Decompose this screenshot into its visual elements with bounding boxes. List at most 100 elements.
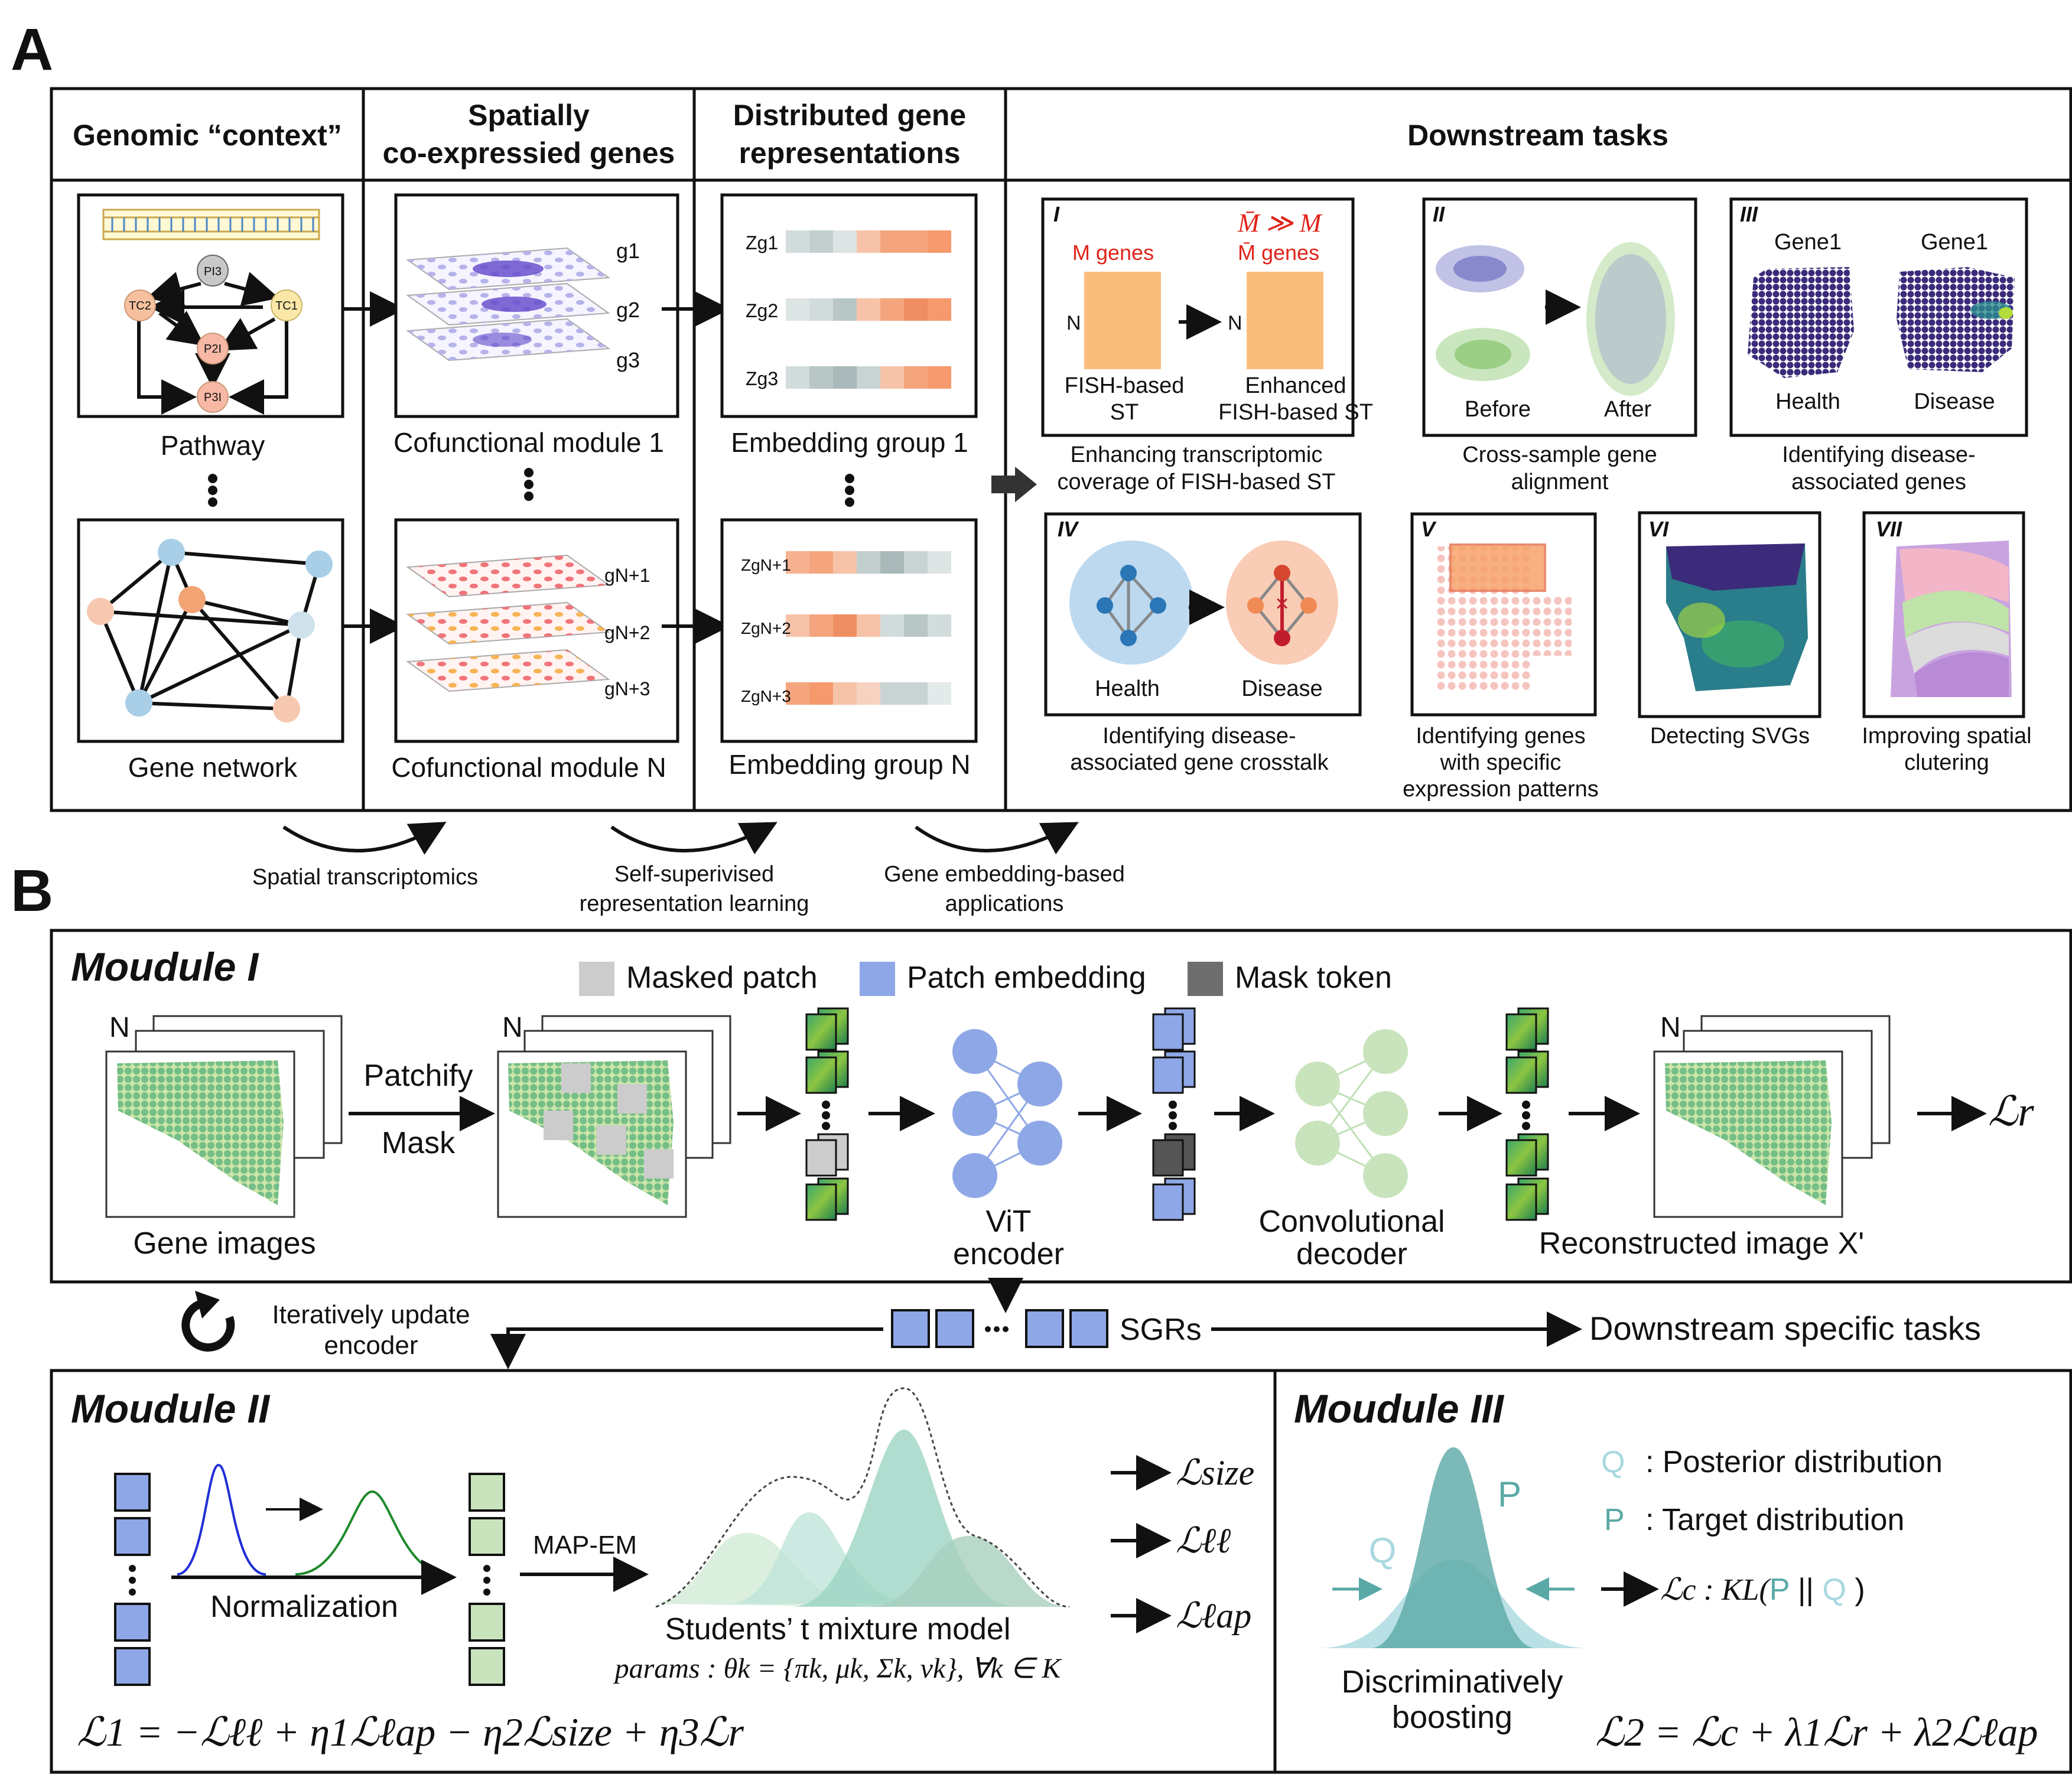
masked-images-n: N (502, 1012, 523, 1043)
task4-health: Health (1095, 676, 1160, 701)
embN-row-2: ZgN+2 (741, 619, 791, 637)
arrows-col1-col2 (343, 291, 405, 644)
reconstructed-label: Reconstructed image X' (1539, 1226, 1864, 1261)
legend-q-symbol: Q (1601, 1445, 1625, 1479)
legend-p-symbol: P (1604, 1503, 1625, 1537)
conv-label-1: Convolutional (1258, 1205, 1445, 1239)
task1-box (1041, 197, 1355, 437)
emb1-label: Embedding group 1 (731, 427, 968, 458)
loss-size: ℒsize (1176, 1453, 1254, 1492)
pathway-diagram: PI3 TC2 TC1 P2I P3I (77, 193, 344, 418)
legend-patch-label: Patch embedding (907, 961, 1146, 995)
pathway-node-tc1: TC1 (275, 300, 298, 313)
normalization-curves (177, 1463, 450, 1576)
task2-after: After (1604, 397, 1652, 422)
patch-embeddings (1152, 1007, 1196, 1221)
refresh-icon (181, 1291, 235, 1352)
legend-p-desc: : Target distribution (1645, 1503, 1904, 1537)
ellipsis-col1 (208, 474, 217, 507)
loss-c-prefix: ℒc : KL( (1660, 1573, 1771, 1607)
gene-images-stack (105, 1015, 343, 1218)
task2-box (1422, 197, 1697, 437)
task3-num: III (1740, 202, 1758, 226)
task7-num: VII (1876, 517, 1902, 541)
module1-gene-2: g2 (616, 298, 640, 322)
task3-gene-right: Gene1 (1921, 230, 1988, 255)
col3-header-line1: Distributed gene (733, 99, 966, 132)
module2-output-tokens (469, 1473, 505, 1686)
task5-box (1410, 512, 1597, 717)
task2-before: Before (1465, 397, 1531, 422)
task1-right-label2: FISH-based ST (1218, 400, 1373, 425)
task1-left-label2: ST (1110, 400, 1139, 425)
embN-row-3: ZgN+3 (741, 687, 791, 705)
sgr-tokens (891, 1309, 1108, 1348)
task1-caption1: Enhancing transcriptomic (1071, 442, 1323, 467)
panel-a-frame (50, 87, 2072, 812)
task3-disease: Disease (1914, 389, 1995, 414)
vit-encoder-network (952, 1029, 1062, 1198)
ellipsis-col3 (845, 474, 854, 507)
iterate-label-1: Iteratively update (272, 1300, 470, 1329)
module3-title: Moudule III (1294, 1386, 1505, 1431)
svg-text:×: × (1275, 591, 1289, 617)
flow-ssl-line2: representation learning (580, 891, 809, 916)
loss-c-sep: || (1790, 1573, 1823, 1607)
emb1-row-1: Zg1 (746, 232, 778, 253)
task3-gene-left: Gene1 (1774, 230, 1842, 255)
task3-caption2: associated genes (1791, 470, 1966, 494)
task4-num: IV (1058, 517, 1079, 541)
gene-network-diagram (77, 518, 344, 743)
task5-caption3: expression patterns (1403, 777, 1599, 802)
iterate-label-2: encoder (324, 1331, 418, 1360)
pathway-node-p2i: P2I (204, 343, 222, 356)
downstream-block-arrow (991, 467, 1037, 502)
legend-masked-label: Masked patch (626, 961, 818, 995)
dist-q-label: Q (1369, 1531, 1397, 1570)
moduleN-layers (394, 518, 679, 743)
module1-title: Moudule I (71, 945, 259, 989)
col1-header: Genomic “context” (73, 119, 342, 152)
task7-caption2: clutering (1904, 750, 1989, 775)
task4-disease: Disease (1241, 676, 1322, 701)
embN-row-1: ZgN+1 (741, 556, 791, 574)
loss-c-q: Q (1822, 1573, 1846, 1607)
module23-frame (50, 1369, 2072, 1774)
legend-masked-swatch (579, 962, 614, 996)
task4-box: × (1044, 512, 1362, 717)
patchify-label: Patchify (364, 1059, 473, 1093)
gene-images-label: Gene images (133, 1226, 315, 1261)
loss-ll: ℒℓℓ (1176, 1521, 1231, 1560)
embedding-group1 (720, 193, 978, 418)
legend-mask-token-label: Mask token (1235, 961, 1392, 995)
conv-decoder-network (1295, 1029, 1408, 1198)
flow-arrows (282, 822, 1079, 855)
task5-caption2: with specific (1440, 750, 1562, 775)
patch-tokens-input (805, 1007, 849, 1221)
task1-m-genes: M genes (1072, 240, 1154, 265)
col2-header-line2: co-expressied genes (383, 136, 675, 170)
task2-num: II (1433, 202, 1445, 226)
pathway-node-pi3: PI3 (204, 265, 222, 278)
task6-num: VI (1648, 517, 1669, 541)
moduleN-label: Cofunctional module N (391, 752, 666, 783)
task1-mbar-rel: M̄ ≫ M (1237, 209, 1323, 237)
smm-label: Students’ t mixture model (665, 1612, 1011, 1646)
task1-n-right: N (1228, 312, 1242, 334)
module2-title: Moudule II (71, 1386, 271, 1431)
task3-caption1: Identifying disease- (1782, 442, 1975, 467)
emb1-row-3: Zg3 (746, 368, 778, 389)
col4-header: Downstream tasks (1407, 119, 1668, 152)
legend-mask-token-swatch (1188, 962, 1223, 996)
flow-ssl-line1: Self-superivised (614, 862, 774, 887)
update-encoder-arrow (490, 1327, 883, 1369)
task2-caption1: Cross-sample gene (1462, 442, 1657, 467)
patch-tokens-output (1505, 1007, 1549, 1221)
loss-lap: ℒℓap (1176, 1596, 1251, 1635)
module1-frame (50, 929, 2072, 1284)
task1-n-left: N (1066, 312, 1081, 334)
col2-header-line1: Spatially (468, 99, 590, 132)
loss-c-p: P (1770, 1573, 1790, 1607)
discriminative-label-2: boosting (1392, 1700, 1512, 1735)
task7-caption1: Improving spatial (1862, 724, 2031, 748)
